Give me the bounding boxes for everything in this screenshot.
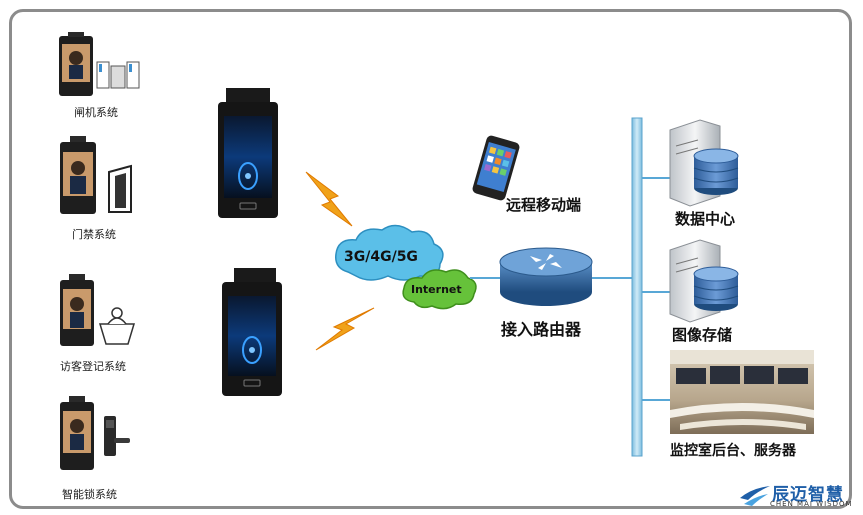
router-label: 接入路由器 — [501, 320, 582, 339]
lock-system-label: 智能锁系统 — [62, 488, 117, 501]
gate-system-device — [59, 32, 93, 96]
turnstile-icon — [96, 61, 140, 89]
router-icon — [499, 247, 593, 306]
wireless-lightning-icon — [315, 307, 375, 351]
cloud-internet-label: Internet — [411, 283, 462, 296]
cloud-3g-label: 3G/4G/5G — [344, 249, 418, 265]
image-storage-label: 图像存储 — [672, 326, 733, 344]
brand-logo-icon — [740, 486, 770, 506]
cloud-3g-icon — [335, 224, 444, 281]
door-system-device — [60, 136, 96, 214]
door-icon — [108, 164, 132, 213]
network-bus — [631, 117, 643, 457]
brand-logo-en: CHEN MAI WISDOM — [770, 500, 853, 508]
lock-system-device — [60, 396, 94, 470]
image-storage-server-icon — [669, 239, 739, 323]
visitor-system-device — [60, 274, 94, 346]
face-terminal-1 — [218, 88, 278, 218]
monitor-room-photo — [670, 350, 814, 434]
visitor-desk-icon — [98, 307, 136, 345]
data-center-server-icon — [669, 119, 739, 207]
door-system-label: 门禁系统 — [72, 228, 116, 241]
cloud-internet-icon — [402, 269, 477, 310]
visitor-system-label: 访客登记系统 — [60, 360, 126, 373]
monitor-room-label: 监控室后台、服务器 — [670, 443, 796, 459]
brand-logo-cn: 辰迈智慧 — [772, 485, 844, 505]
smart-lock-icon — [104, 416, 130, 456]
mobile-label: 远程移动端 — [506, 196, 582, 214]
brand-logo: 辰迈智慧 CHEN MAI WISDOM — [738, 480, 858, 512]
gate-system-label: 闸机系统 — [74, 106, 118, 119]
face-terminal-2 — [222, 268, 282, 396]
data-center-label: 数据中心 — [675, 210, 736, 228]
mobile-phone-icon — [472, 135, 520, 201]
wireless-lightning-icon — [305, 171, 353, 227]
